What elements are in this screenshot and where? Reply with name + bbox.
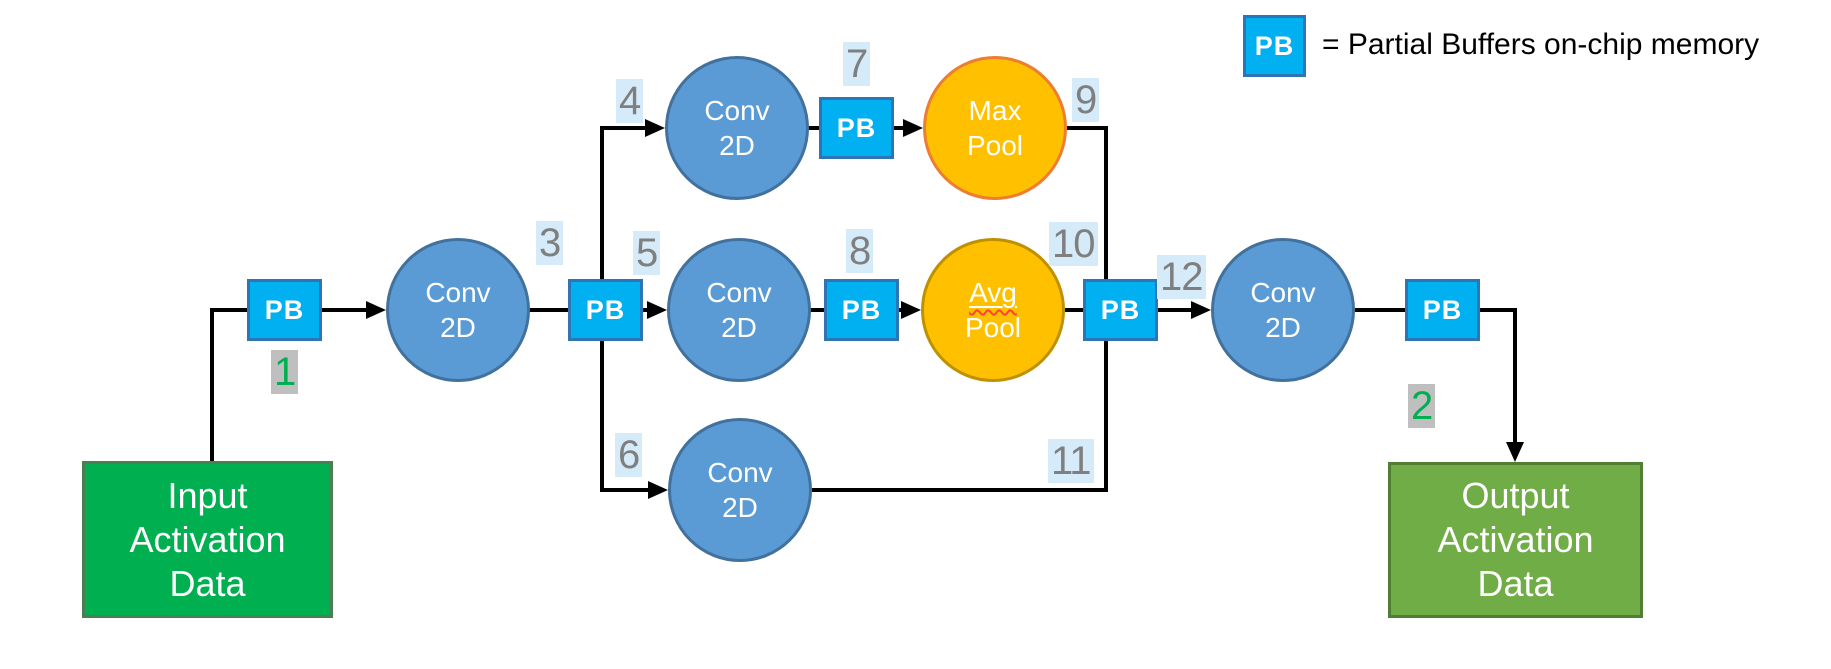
step-label-6: 6 [615, 433, 643, 477]
conv2d-1-label-line2: 2D [440, 312, 476, 343]
edge-conv1-to-pb2 [527, 308, 568, 312]
legend-pb-swatch: PB [1243, 15, 1306, 77]
legend-text: = Partial Buffers on-chip memory [1322, 28, 1760, 61]
avg-pool-node: Avg Pool [921, 238, 1065, 382]
edge-input-to-pb1 [210, 308, 247, 312]
edge-maxpool-to-join [1067, 126, 1108, 130]
edge-pbjoin-to-convout [1158, 308, 1193, 312]
edge-pbtop-to-maxpool [894, 126, 905, 130]
edge-pbout-right [1480, 308, 1517, 312]
conv2d-top-label-line1: Conv [704, 95, 770, 126]
pb-buffer-output: PB [1405, 279, 1480, 341]
edge-input-vertical [210, 308, 214, 461]
output-activation-data-box: Output Activation Data [1388, 462, 1643, 618]
step-label-10: 10 [1049, 222, 1098, 266]
edge-avgpool-to-pbjoin [1065, 308, 1083, 312]
output-box-line1: Output [1461, 475, 1570, 516]
edge-convtop-to-pbtop [807, 126, 819, 130]
input-activation-data-box: Input Activation Data [82, 461, 333, 618]
conv2d-output-label-line2: 2D [1265, 312, 1301, 343]
input-box-line3: Data [169, 562, 246, 604]
conv2d-1-label-line1: Conv [425, 277, 491, 308]
avg-pool-label-line1: Avg [969, 277, 1017, 308]
edge-convbottom-to-join [812, 488, 1108, 492]
step-label-5: 5 [633, 231, 661, 275]
conv2d-bottom-label-line1: Conv [707, 457, 773, 488]
step-label-7: 7 [843, 42, 871, 86]
output-box-line3: Data [1477, 563, 1554, 604]
max-pool-label-line1: Max [968, 95, 1022, 126]
step-label-4: 4 [616, 79, 644, 123]
conv2d-node-middle: Conv 2D [667, 238, 811, 382]
edge-convmid-to-pbmid [810, 308, 824, 312]
pb-buffer-middle: PB [824, 279, 899, 341]
edge-pb1-to-conv1 [322, 308, 368, 312]
arrowhead-convtop [645, 119, 665, 137]
avg-pool-label-line1-wavy-underline: Avg [969, 275, 1017, 310]
step-label-2: 2 [1408, 384, 1436, 428]
step-label-3: 3 [536, 221, 564, 265]
arrowhead-convbottom [648, 481, 668, 499]
step-label-12: 12 [1157, 255, 1206, 299]
arrowhead-avgpool [901, 301, 921, 319]
conv2d-top-label-line2: 2D [719, 130, 755, 161]
pb-buffer-1: PB [247, 279, 322, 341]
step-label-11: 11 [1048, 439, 1094, 483]
max-pool-label-line2: Pool [966, 130, 1024, 161]
input-box-line2: Activation [129, 518, 286, 560]
pb-buffer-top: PB [819, 97, 894, 159]
conv2d-node-top: Conv 2D [665, 56, 809, 200]
edge-convout-to-pbout [1355, 308, 1405, 312]
conv2d-bottom-label-line2: 2D [722, 492, 758, 523]
arrowhead-output [1506, 442, 1524, 462]
arrowhead-convmid [647, 301, 667, 319]
conv2d-node-1: Conv 2D [386, 238, 530, 382]
edge-branch-to-convtop [600, 126, 647, 130]
conv2d-node-bottom: Conv 2D [668, 418, 812, 562]
arrowhead-conv1 [366, 301, 386, 319]
input-box-line1: Input [167, 474, 248, 516]
max-pool-node: Max Pool [923, 56, 1067, 200]
output-box-line2: Activation [1437, 519, 1594, 560]
pb-buffer-junction: PB [1083, 279, 1158, 341]
step-label-8: 8 [846, 229, 874, 273]
edge-branch-to-convbottom [600, 488, 650, 492]
conv2d-middle-label-line1: Conv [706, 277, 772, 308]
conv2d-node-output: Conv 2D [1211, 238, 1355, 382]
arrowhead-convout [1191, 301, 1211, 319]
conv2d-middle-label-line2: 2D [721, 312, 757, 343]
pb-buffer-branch: PB [568, 279, 643, 341]
step-label-9: 9 [1072, 78, 1100, 122]
step-label-1: 1 [271, 350, 299, 394]
edge-pb2-to-convmid [643, 308, 649, 312]
avg-pool-label-line2: Pool [964, 312, 1022, 343]
conv2d-output-label-line1: Conv [1250, 277, 1316, 308]
arrowhead-maxpool [903, 119, 923, 137]
edge-output-vertical [1513, 308, 1517, 444]
